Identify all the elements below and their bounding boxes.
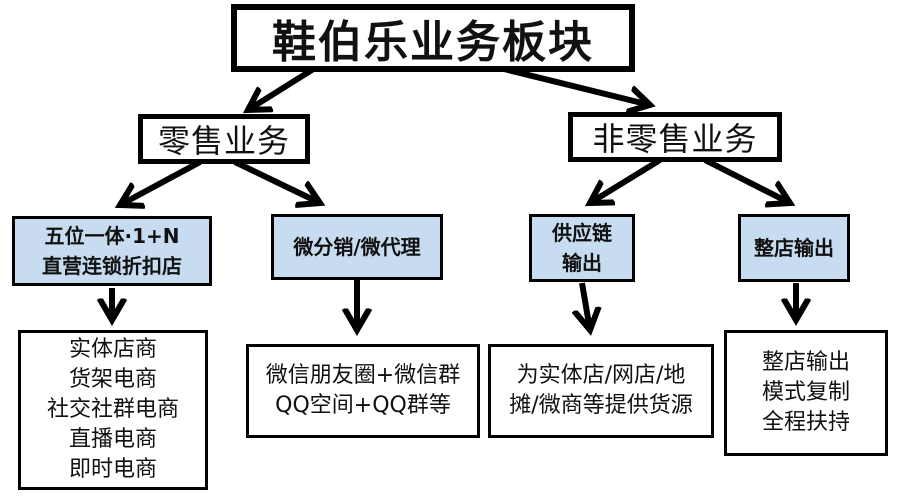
detail-box-supply: 为实体店/网店/地 摊/微商等提供货源 [488, 344, 714, 438]
detail-line: 摊/微商等提供货源 [509, 393, 693, 418]
mode-line: 整店输出 [754, 236, 834, 260]
title-box: 鞋伯乐业务板块 [231, 4, 635, 72]
mode-line: 供应链 [552, 221, 612, 245]
retail-category-label: 零售业务 [157, 122, 290, 160]
detail-box-channels: 实体店商 货架电商 社交社群电商 直播电商 即时电商 [18, 330, 208, 490]
arrow-nonretail-to-mode2 [703, 157, 790, 203]
nonretail-category-label: 非零售业务 [592, 120, 758, 158]
detail-line: 模式复制 [761, 380, 850, 405]
detail-line: 整店输出 [761, 350, 850, 375]
arrow-mode3-to-detail3 [582, 282, 590, 330]
detail-line: 全程扶持 [761, 410, 850, 435]
detail-line: 货架电商 [68, 367, 157, 392]
arrow-retail-to-mode2 [233, 159, 320, 203]
detail-line: 即时电商 [68, 457, 157, 482]
mode-line: 微分销/微代理 [293, 235, 421, 259]
detail-box-wechat-qq: 微信朋友圈+微信群 QQ空间+QQ群等 [246, 344, 480, 438]
mode-box-direct-chain: 五位一体·1+N 直营连锁折扣店 [12, 216, 212, 286]
arrow-title-to-retail [248, 65, 317, 110]
mode-box-micro-distribution: 微分销/微代理 [271, 214, 443, 280]
arrow-retail-to-mode1 [120, 159, 202, 205]
detail-line: 直播电商 [68, 427, 157, 452]
mode-line: 直营连锁折扣店 [42, 254, 182, 278]
detail-line: 实体店商 [68, 337, 157, 362]
arrow-nonretail-to-mode1 [590, 157, 662, 203]
nonretail-category-box: 非零售业务 [568, 112, 782, 162]
detail-line: QQ空间+QQ群等 [275, 393, 451, 418]
detail-line: 微信朋友圈+微信群 [265, 363, 461, 388]
arrow-title-to-nonretail [499, 65, 650, 105]
retail-category-box: 零售业务 [138, 114, 310, 164]
mode-box-supply-chain: 供应链 输出 [529, 214, 635, 282]
detail-box-store-output: 整店输出 模式复制 全程扶持 [724, 330, 888, 456]
diagram-title: 鞋伯乐业务板块 [272, 17, 594, 68]
mode-line: 五位一体·1+N [44, 224, 180, 248]
detail-line: 社交社群电商 [46, 397, 179, 422]
detail-line: 为实体店/网店/地 [516, 363, 686, 388]
mode-box-store-output: 整店输出 [738, 214, 850, 282]
mode-line: 输出 [562, 251, 602, 275]
